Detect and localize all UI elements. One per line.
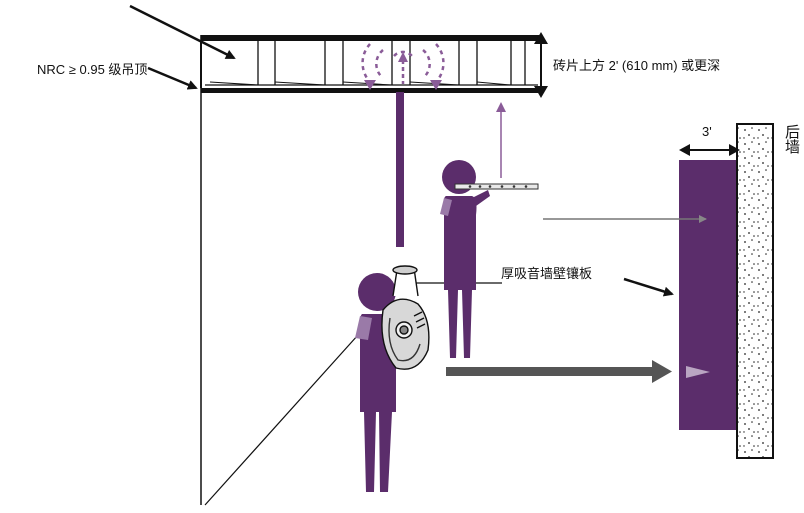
panel-pointer-arrow xyxy=(623,277,674,297)
ceiling-pointer-arrow-top xyxy=(129,4,236,60)
euphonium-icon xyxy=(381,265,430,370)
back-wall xyxy=(736,123,774,459)
ceiling-tiles xyxy=(200,35,542,93)
euphonium-sound-arrow-shaft xyxy=(446,367,656,376)
depth-label: 砖片上方 2' (610 mm) 或更深 xyxy=(553,58,721,73)
flute-player xyxy=(440,160,490,358)
panel-label: 厚吸音墙壁镶板 xyxy=(501,266,593,281)
ceiling-wave-arrowhead xyxy=(398,52,408,62)
euphonium-player xyxy=(355,273,397,492)
back-wall-label: 后墙 xyxy=(783,124,800,154)
absorptive-panel xyxy=(679,160,736,430)
floor-line xyxy=(204,334,359,506)
gap-arrow xyxy=(679,144,740,156)
ceiling-label: NRC ≥ 0.95 级吊顶 xyxy=(37,62,148,77)
euphonium-sound-column xyxy=(396,92,404,247)
ceiling-sound-waves xyxy=(361,43,445,84)
flute-icon xyxy=(454,183,539,190)
euphonium-sound-arrowhead xyxy=(652,360,672,383)
gap-label: 3' xyxy=(702,124,712,139)
ceiling-pointer-arrow-low xyxy=(147,66,198,90)
